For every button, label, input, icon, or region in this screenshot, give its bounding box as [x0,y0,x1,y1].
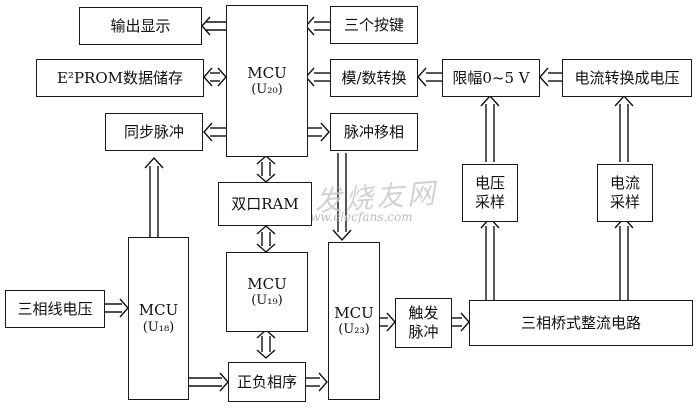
arrow-trigger-to-rectifier [452,312,470,332]
arrow-mcu23-to-trigger [380,312,396,332]
current-to-voltage-block: 电流转换成电压 [562,59,692,97]
arrow-keys-to-mcu20 [305,16,330,36]
arrow-c2v-to-limiter [539,67,562,87]
mcu-u19-label: (U₁₉) [251,293,283,309]
three-keys-block: 三个按键 [330,6,418,44]
arrow-mcu19-phaseseq [256,329,276,359]
arrow-phaseseq-to-mcu23 [306,372,328,392]
mcu-u23-name: MCU [334,303,374,322]
arrow-mcu18-to-sync [144,156,164,237]
sync-pulse-block: 同步脉冲 [105,113,203,151]
line-voltage-block: 三相线电压 [5,290,105,328]
mcu-u20-name: MCU [247,63,287,82]
phase-sequence-block: 正负相序 [228,362,306,402]
pulse-shift-block: 脉冲移相 [330,113,418,151]
eeprom-block: E²PROM数据储存 [36,59,204,97]
limiter-block: 限幅0~5 V [442,59,540,97]
current-sampling-block: 电流 采样 [597,164,653,222]
watermark-url: www.elecfans.com [300,210,413,224]
mcu-u18-block: MCU (U₁₈) [128,237,189,400]
adc-block: 模/数转换 [330,59,418,97]
arrow-mcu18-to-phaseseq [189,372,229,392]
arrow-adc-to-mcu20 [305,67,330,87]
mcu-u18-label: (U₁₈) [142,319,175,335]
mcu-u20-label: (U₂₀) [251,82,283,98]
arrow-mcu20-to-pulseshift [308,122,330,142]
arrow-pulseshift-to-mcu23 [332,153,352,242]
arrow-mcu20-to-display [201,16,226,36]
mcu-u20-block: MCU (U₂₀) [226,5,308,157]
arrow-rectifier-to-vsample [480,216,500,300]
mcu-u23-block: MCU (U₂₃) [328,242,380,400]
output-display-block: 输出显示 [79,7,202,45]
arrow-linevoltage-to-mcu18 [105,298,129,318]
arrow-limiter-to-adc [417,67,442,87]
arrow-csample-to-c2v [614,94,634,162]
arrow-vsample-to-limiter [480,94,500,162]
trigger-pulse-block: 触发 脉冲 [395,298,452,348]
arrow-rectifier-to-csample [614,216,634,300]
mcu-u19-name: MCU [247,274,287,293]
voltage-sampling-block: 电压 采样 [462,164,518,222]
mcu-u18-name: MCU [138,301,179,319]
arrow-mcu20-eeprom [203,67,227,87]
rectifier-block: 三相桥式整流电路 [469,300,693,346]
arrow-dualram-mcu19 [256,225,276,253]
arrow-mcu20-to-sync [203,122,226,142]
arrow-mcu20-dualram [256,155,276,183]
dual-port-ram-block: 双口RAM [218,182,312,226]
mcu-u23-label: (U₂₃) [338,322,370,338]
mcu-u19-block: MCU (U₁₉) [226,252,308,332]
